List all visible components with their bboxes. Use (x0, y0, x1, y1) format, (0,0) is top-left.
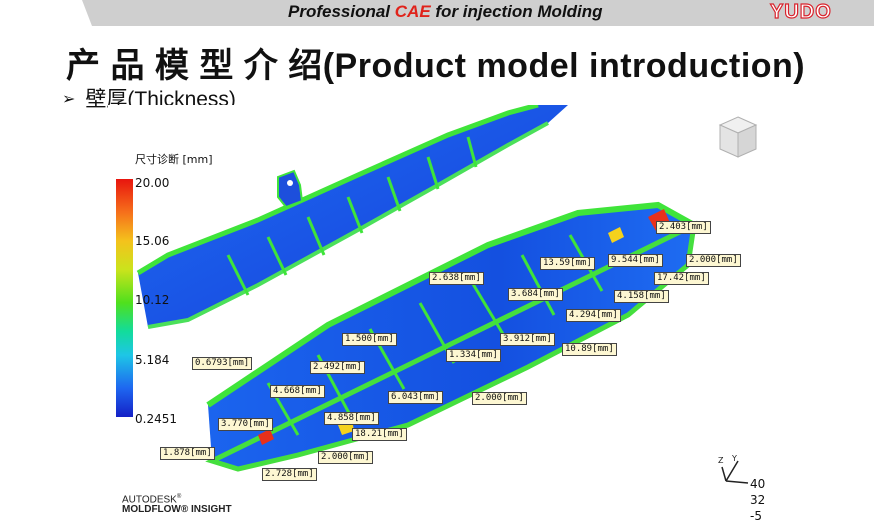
thickness-label: 0.6793[mm] (192, 357, 253, 370)
axis-readout: 40 (750, 477, 766, 491)
vendor-brand: AUTODESK® (122, 491, 181, 506)
view-cube-icon[interactable] (716, 113, 760, 161)
legend-tick-3: 10.12 (135, 293, 170, 307)
header-title-pre: Professional (288, 2, 395, 21)
upper-part-rim (136, 105, 539, 276)
model-viewport[interactable]: 尺寸诊断 [mm] 20.00 15.06 10.12 5.184 0.2451… (108, 105, 766, 525)
thickness-label: 4.294[mm] (566, 309, 621, 322)
product-name: MOLDFLOW® INSIGHT (122, 504, 232, 515)
header-title-post: for injection Molding (430, 2, 603, 21)
thickness-label: 2.000[mm] (472, 392, 527, 405)
part-model-render (136, 105, 698, 472)
axis-z-label: Z (718, 456, 724, 465)
thickness-label: 4.858[mm] (324, 412, 379, 425)
legend-title: 尺寸诊断 [mm] (135, 153, 213, 166)
lower-part-rim (206, 201, 696, 408)
thickness-label: 3.912[mm] (500, 333, 555, 346)
thickness-label: 2.000[mm] (686, 254, 741, 267)
thickness-label: 13.59[mm] (540, 257, 595, 270)
axis-readout: 32 (750, 493, 766, 507)
thickness-label: 2.403[mm] (656, 221, 711, 234)
thickness-label: 6.043[mm] (388, 391, 443, 404)
axis-y-label: Y (731, 454, 737, 463)
upper-part-hole (287, 180, 293, 186)
upper-part-ribs (226, 136, 478, 296)
thickness-label: 2.638[mm] (429, 272, 484, 285)
thickness-label: 1.500[mm] (342, 333, 397, 346)
thickness-label: 2.000[mm] (318, 451, 373, 464)
legend-tick-2: 15.06 (135, 234, 170, 248)
thickness-label: 1.334[mm] (446, 349, 501, 362)
thickness-label: 4.668[mm] (270, 385, 325, 398)
page-title: 产 品 模 型 介 绍(Product model introduction) (66, 47, 806, 85)
thickness-label: 10.89[mm] (562, 343, 617, 356)
brand-logo: YUDO (769, 0, 832, 23)
legend-tick-4: 5.184 (135, 353, 170, 367)
upper-part-tab (277, 169, 304, 209)
thickness-label: 1.878[mm] (160, 447, 215, 460)
header-bar (92, 0, 874, 26)
header-notch (82, 0, 92, 26)
bullet-arrow-icon: ➢ (62, 91, 76, 108)
thickness-label: 9.544[mm] (608, 254, 663, 267)
vendor-mark: ® (176, 494, 182, 500)
color-scale-bar (116, 179, 133, 417)
slide-header: Professional CAE for injection Molding Y… (0, 0, 874, 26)
axis-readout: -5 (750, 509, 762, 523)
thickness-label: 3.684[mm] (508, 288, 563, 301)
thickness-label: 4.158[mm] (614, 290, 669, 303)
upper-part-body (138, 105, 568, 327)
legend-tick-max: 20.00 (135, 176, 170, 190)
thickness-label: 3.770[mm] (218, 418, 273, 431)
vendor-name: AUTODESK (122, 494, 177, 506)
thickness-label: 17.42[mm] (654, 272, 709, 285)
upper-part-edge (147, 121, 549, 329)
thickness-label: 2.728[mm] (262, 468, 317, 481)
legend-tick-min: 0.2451 (135, 412, 177, 426)
thickness-label: 18.21[mm] (352, 428, 407, 441)
header-title-accent: CAE (394, 2, 431, 21)
thickness-label: 2.492[mm] (310, 361, 365, 374)
axis-triad-icon[interactable]: Y Z (718, 453, 758, 489)
header-title: Professional CAE for injection Molding (288, 2, 603, 22)
